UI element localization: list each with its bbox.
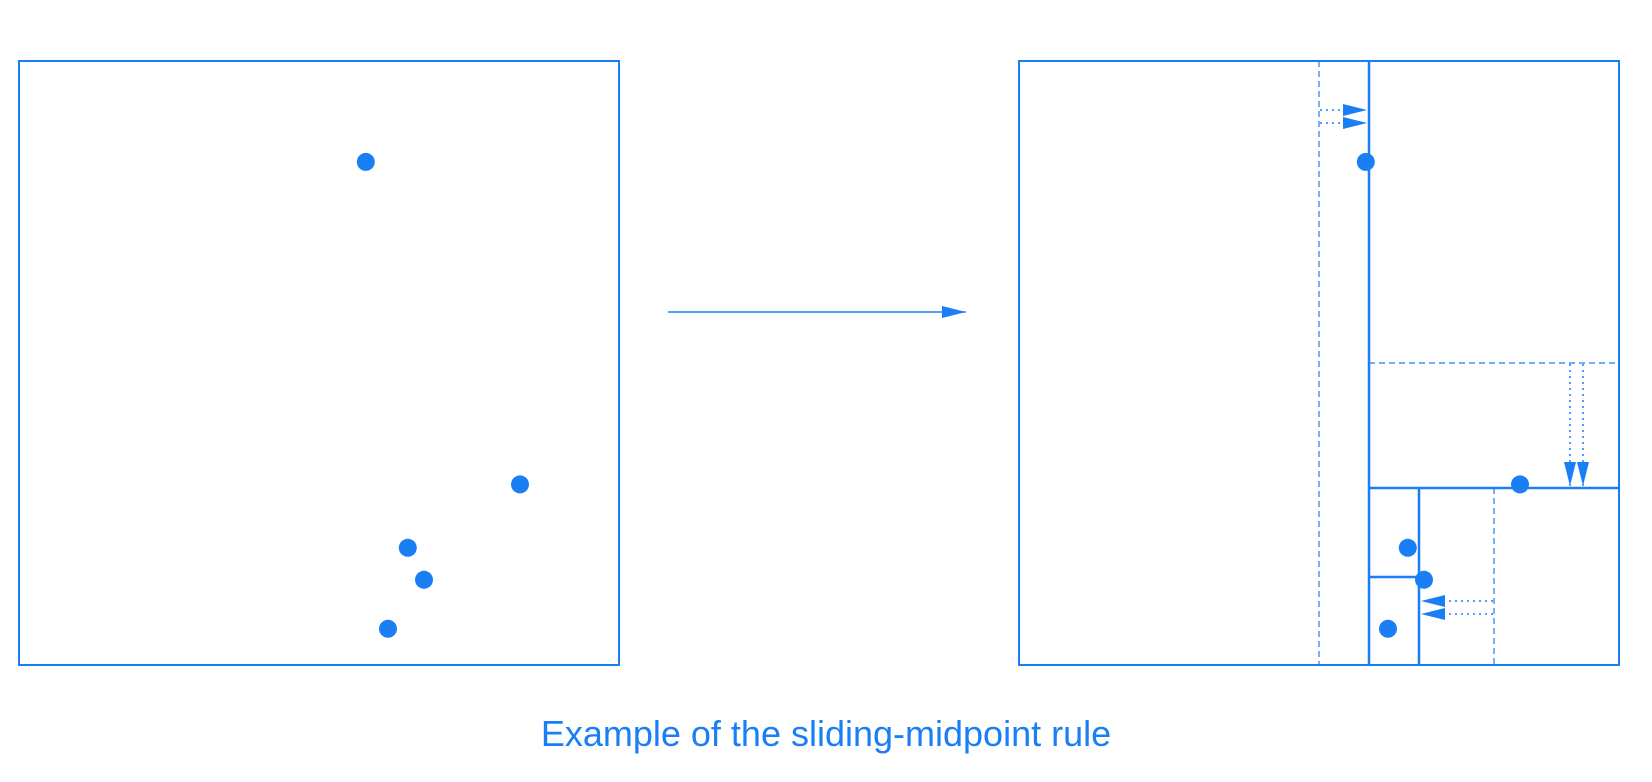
slide-arrows (1320, 104, 1589, 620)
diagram-caption: Example of the sliding-midpoint rule (540, 713, 1112, 754)
left-point-1 (356, 152, 375, 171)
right-point-2 (1511, 475, 1529, 494)
left-point-5 (379, 619, 397, 638)
right-points (1356, 152, 1529, 638)
right-point-1 (1356, 152, 1375, 171)
left-point-4 (415, 570, 433, 589)
left-point-3 (398, 538, 417, 557)
left-panel (18, 60, 620, 666)
right-point-3 (1398, 538, 1417, 557)
right-point-4 (1415, 570, 1433, 589)
left-bounding-box (18, 60, 620, 666)
left-points (356, 152, 529, 638)
right-panel (1018, 60, 1620, 666)
right-point-5 (1379, 619, 1397, 638)
left-point-2 (511, 475, 529, 494)
midpoint-lines (1318, 61, 1619, 665)
